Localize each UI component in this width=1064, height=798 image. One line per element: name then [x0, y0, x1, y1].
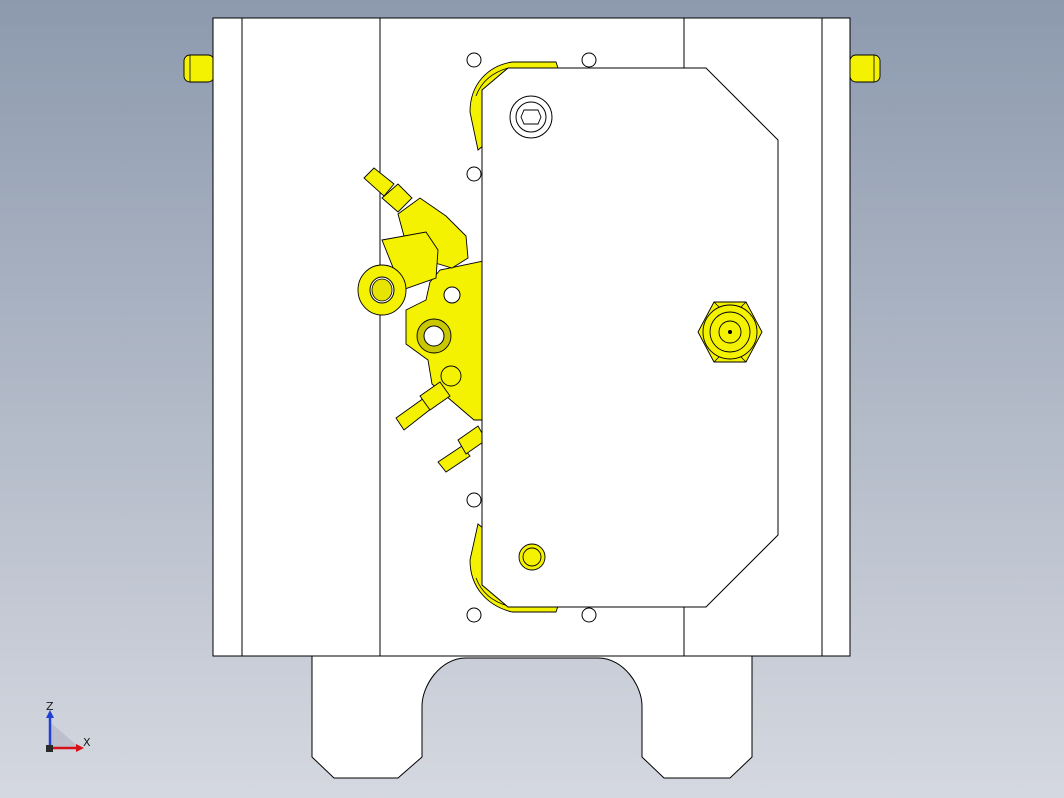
base-block: [311, 655, 753, 779]
mounting-holes: [466, 52, 597, 623]
x-axis-label: X: [83, 736, 91, 749]
side-bracket: [405, 259, 489, 421]
right-pin: [849, 54, 881, 83]
z-axis-label: Z: [46, 700, 54, 713]
hex-plug: [697, 301, 763, 363]
left-pin: [183, 54, 215, 83]
tube-fitting-2: [437, 425, 487, 473]
axis-triad: [46, 710, 84, 752]
socket-head-screw: [509, 95, 553, 139]
elbow-fitting: [357, 167, 469, 316]
cover-plate: [481, 67, 779, 608]
dowel-pin: [518, 543, 546, 571]
tube-fitting-1: [395, 381, 451, 431]
